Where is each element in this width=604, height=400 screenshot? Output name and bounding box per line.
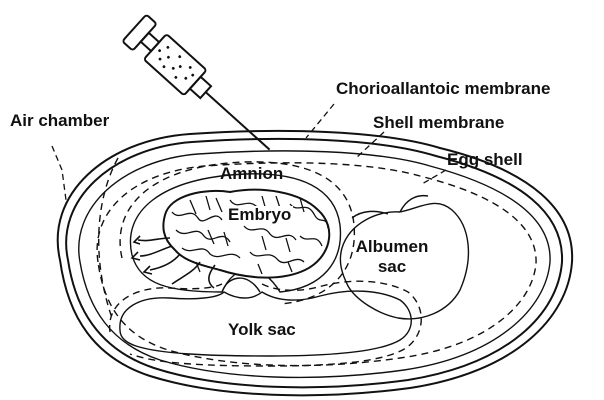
label-albumen-sac-line1: Albumen [356,238,429,255]
label-egg-shell: Egg shell [447,151,523,168]
label-albumen-sac-line2: sac [378,258,406,275]
label-shell-membrane: Shell membrane [373,114,504,131]
label-yolk-sac: Yolk sac [228,321,296,338]
label-embryo: Embryo [226,206,293,223]
label-chorioallantoic-membrane: Chorioallantoic membrane [336,80,550,97]
label-air-chamber: Air chamber [10,112,109,129]
air-chamber-boundary [99,158,118,318]
yolk-stalk [222,278,260,292]
label-amnion: Amnion [220,165,283,182]
